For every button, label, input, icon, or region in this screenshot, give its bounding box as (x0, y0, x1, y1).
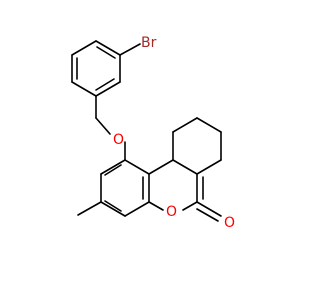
bond (100, 201, 126, 217)
bromine-atom-label: Br (141, 35, 157, 51)
bond (148, 201, 164, 211)
bond (148, 159, 174, 175)
aromatic-ring-a (100, 159, 150, 217)
bond (196, 117, 222, 133)
molecule-structure-svg: Br O O O (71, 35, 235, 231)
ring-oxygen-label: O (166, 204, 177, 220)
ether-oxygen-label: O (113, 132, 124, 148)
lactone-ring (148, 159, 222, 222)
methyl-bond (77, 201, 102, 216)
double-bond-inner (104, 164, 122, 176)
bond (172, 117, 198, 133)
bond (100, 159, 126, 175)
bond (172, 159, 198, 175)
bond (196, 201, 222, 217)
cyclohexene-ring (172, 117, 222, 175)
bond (71, 40, 97, 56)
molecule-canvas: Br O O O (71, 35, 235, 231)
double-bond-inner (95, 78, 115, 91)
bromobenzyl-ring (71, 40, 121, 97)
bond (124, 159, 150, 175)
double-bond-inner (104, 200, 122, 212)
bond (95, 81, 121, 97)
double-bond-inner (96, 46, 116, 59)
bond (124, 201, 150, 217)
bond-to-bromine (119, 43, 141, 56)
bond (182, 201, 198, 211)
bond (95, 117, 111, 135)
bond (95, 40, 121, 56)
benzyl-linker (95, 95, 126, 161)
carbonyl-double-bond (196, 208, 219, 222)
bond (71, 81, 97, 97)
carbonyl-oxygen-label: O (224, 215, 235, 231)
bond (196, 159, 222, 175)
